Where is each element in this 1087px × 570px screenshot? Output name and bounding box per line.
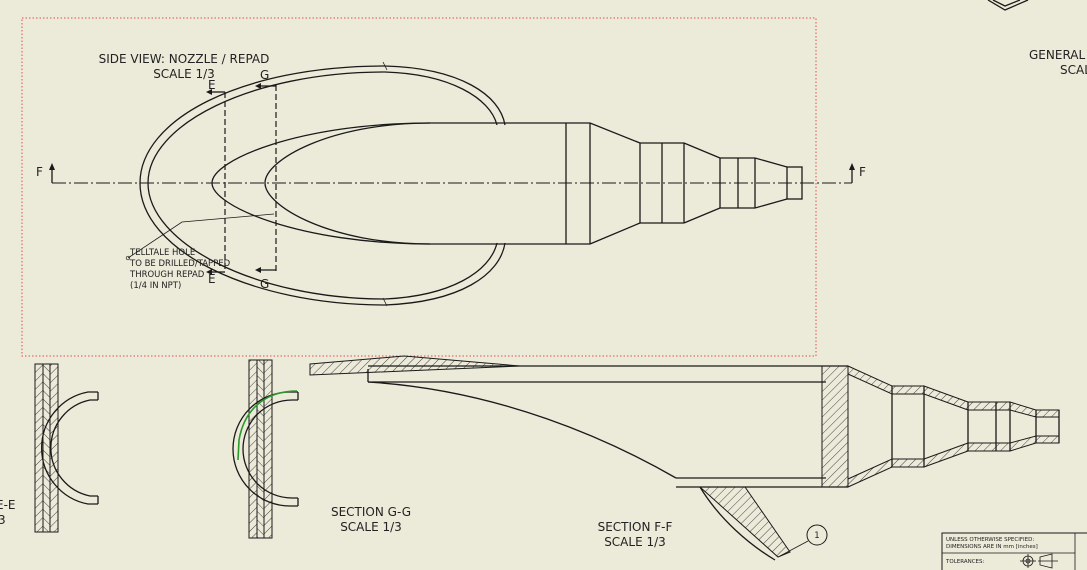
label-g-bottom: G (260, 277, 269, 291)
telltale-note-1: TELLTALE HOLE (129, 248, 195, 258)
title-block-tolerances: TOLERANCES: (945, 559, 985, 565)
side-view[interactable]: SIDE VIEW: NOZZLE / REPAD SCALE 1/3 E G … (21, 17, 866, 357)
cut-arrow-g-bottom (255, 267, 276, 273)
section-e-e[interactable]: E-E 3 (0, 363, 99, 533)
cut-arrow-e-top (206, 89, 225, 95)
label-g-top: G (260, 68, 269, 82)
label-e-top: E (208, 78, 216, 92)
section-g-title: SECTION G-G (331, 505, 411, 519)
telltale-note-4: (1/4 IN NPT) (130, 281, 181, 291)
projection-symbol-icon (1020, 553, 1058, 569)
highlighted-weld[interactable] (237, 390, 298, 461)
side-view-title: SIDE VIEW: NOZZLE / REPAD (99, 52, 270, 66)
telltale-leader (127, 213, 275, 259)
balloon-leader (779, 540, 809, 557)
balloon-circle[interactable] (806, 524, 828, 546)
cut-line-f-left (49, 163, 55, 183)
cut-line-f-right (849, 163, 855, 183)
section-f-f[interactable]: 1 SECTION F-F SCALE 1/3 (309, 355, 1060, 561)
side-view-scale: SCALE 1/3 (153, 67, 215, 81)
section-g-scale: SCALE 1/3 (340, 520, 402, 534)
nozzle-inner (264, 122, 431, 245)
repad-right-bot (384, 242, 506, 306)
general-view-scale: SCAL (1060, 63, 1087, 77)
view-selection-frame (21, 17, 817, 357)
label-f-right: F (859, 165, 866, 179)
repad-right-top-2 (384, 71, 498, 126)
repad-right-top (384, 65, 506, 126)
label-f-left: F (36, 165, 43, 179)
title-block-line2: DIMENSIONS ARE IN mm [inches] (946, 544, 1038, 550)
general-view[interactable]: GENERAL A SCAL (987, 0, 1087, 77)
repad-right-bot-2 (384, 242, 498, 300)
telltale-note-2: TO BE DRILLED/TAPPED (129, 259, 231, 269)
telltale-note-3: THROUGH REPAD (129, 270, 205, 280)
title-block-line1: UNLESS OTHERWISE SPECIFIED: (946, 537, 1034, 543)
section-f-scale: SCALE 1/3 (604, 535, 666, 549)
label-e-bottom: E (208, 272, 216, 286)
cut-arrow-g-top (255, 83, 276, 89)
section-g-g[interactable]: SECTION G-G SCALE 1/3 (232, 359, 411, 539)
saddle-curve (367, 381, 677, 479)
general-view-title: GENERAL A (1029, 48, 1087, 62)
section-e-scale: 3 (0, 513, 6, 527)
lower-plate (698, 486, 791, 558)
balloon-number: 1 (814, 531, 819, 541)
cut-arrow-e-bottom (206, 269, 225, 275)
general-view-graphic (987, 0, 1029, 11)
section-e-title: E-E (0, 498, 16, 512)
title-block: UNLESS OTHERWISE SPECIFIED: DIMENSIONS A… (941, 532, 1087, 570)
section-f-title: SECTION F-F (598, 520, 673, 534)
